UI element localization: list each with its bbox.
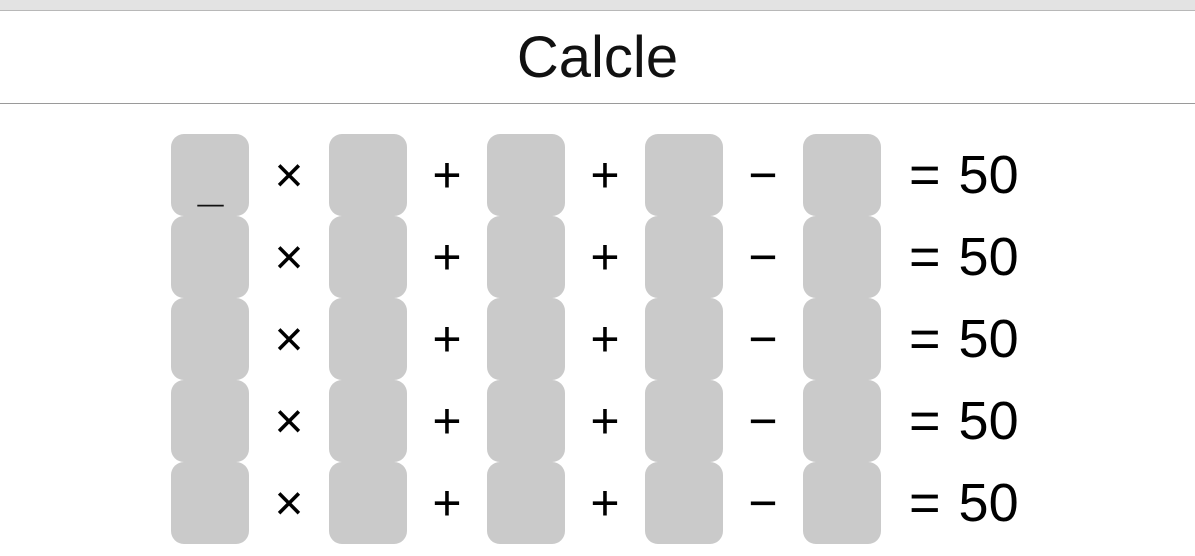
equals-sign: =: [909, 473, 941, 533]
operator-symbol: +: [432, 475, 462, 531]
operator-symbol: ×: [274, 393, 304, 449]
equals-sign: =: [909, 391, 941, 451]
equation-cell[interactable]: [645, 298, 723, 380]
operator-symbol: +: [590, 311, 620, 367]
equation-cell[interactable]: [171, 462, 249, 544]
equation-cell[interactable]: _: [171, 134, 249, 216]
operator-symbol: +: [590, 229, 620, 285]
equation-cell[interactable]: [487, 134, 565, 216]
operator-symbol: ×: [274, 229, 304, 285]
equation-cell[interactable]: [645, 216, 723, 298]
equation-cell[interactable]: [329, 462, 407, 544]
operator-symbol: ×: [274, 147, 304, 203]
equation-cell[interactable]: [803, 462, 881, 544]
equation-cell-value: _: [197, 159, 224, 211]
equation-cell[interactable]: [645, 462, 723, 544]
row-result: = 50: [909, 312, 1019, 366]
equation-cell[interactable]: [171, 380, 249, 462]
page-title: Calcle: [516, 24, 679, 90]
operator-symbol: +: [590, 147, 620, 203]
equation-cell[interactable]: [171, 216, 249, 298]
equation-cell[interactable]: [329, 134, 407, 216]
equals-sign: =: [909, 309, 941, 369]
equation-cell[interactable]: [487, 216, 565, 298]
operator-symbol: +: [590, 393, 620, 449]
row-result: = 50: [909, 394, 1019, 448]
operator-symbol: +: [432, 311, 462, 367]
row-target-value: 50: [958, 227, 1019, 287]
row-result: = 50: [909, 230, 1019, 284]
equation-cell[interactable]: [329, 298, 407, 380]
row-target-value: 50: [958, 145, 1019, 205]
operator-symbol: ×: [274, 311, 304, 367]
operator-symbol: +: [432, 147, 462, 203]
operator-symbol: +: [432, 229, 462, 285]
equation-cell[interactable]: [171, 298, 249, 380]
row-target-value: 50: [958, 473, 1019, 533]
equation-cell[interactable]: [803, 216, 881, 298]
equals-sign: =: [909, 227, 941, 287]
equation-cell[interactable]: [487, 380, 565, 462]
equals-sign: =: [909, 145, 941, 205]
app-header: Calcle: [0, 12, 1195, 104]
equation-cell[interactable]: [645, 134, 723, 216]
equation-cell[interactable]: [803, 298, 881, 380]
equation-row: × + + − = 50: [0, 298, 1195, 380]
row-result: = 50: [909, 476, 1019, 530]
equation-cell[interactable]: [329, 216, 407, 298]
equation-row: × + + − = 50: [0, 462, 1195, 544]
operator-symbol: ×: [274, 475, 304, 531]
equation-cell[interactable]: [803, 380, 881, 462]
operator-symbol: +: [432, 393, 462, 449]
operator-symbol: −: [748, 393, 778, 449]
equation-cell[interactable]: [645, 380, 723, 462]
equation-board: _ × + + − = 50 × + + − = 50 × + + − = 50 × + + − = 50 × + + − = 50: [0, 104, 1195, 556]
row-target-value: 50: [958, 391, 1019, 451]
equation-row: _ × + + − = 50: [0, 134, 1195, 216]
equation-cell[interactable]: [487, 462, 565, 544]
equation-cell[interactable]: [487, 298, 565, 380]
equation-cell[interactable]: [329, 380, 407, 462]
operator-symbol: −: [748, 475, 778, 531]
row-result: = 50: [909, 148, 1019, 202]
equation-row: × + + − = 50: [0, 380, 1195, 462]
operator-symbol: +: [590, 475, 620, 531]
row-target-value: 50: [958, 309, 1019, 369]
operator-symbol: −: [748, 311, 778, 367]
operator-symbol: −: [748, 229, 778, 285]
operator-symbol: −: [748, 147, 778, 203]
equation-row: × + + − = 50: [0, 216, 1195, 298]
browser-chrome-strip: [0, 0, 1195, 11]
equation-cell[interactable]: [803, 134, 881, 216]
